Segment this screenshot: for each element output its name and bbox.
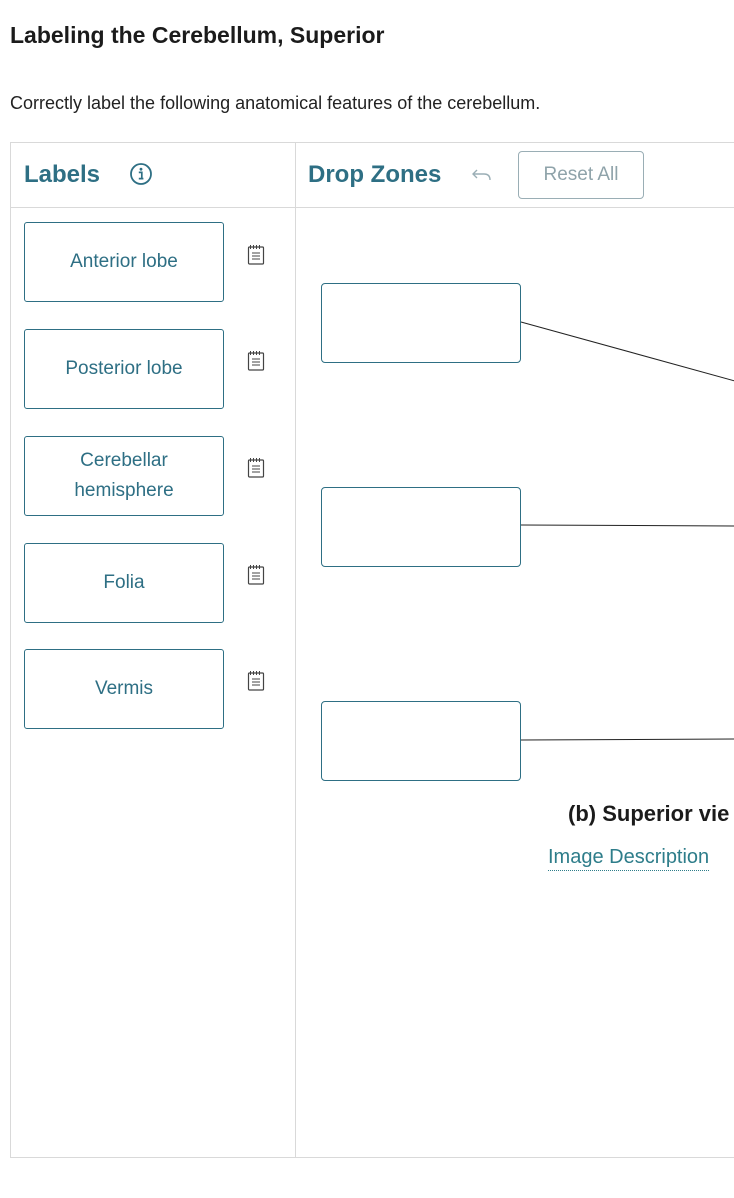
leader-line	[520, 321, 734, 382]
panel-divider-vertical	[295, 143, 296, 1157]
drop-zones-heading: Drop Zones	[308, 161, 442, 188]
label-card-posterior-lobe[interactable]: Posterior lobe	[24, 329, 224, 409]
notebook-icon[interactable]	[246, 457, 266, 479]
label-card-folia[interactable]: Folia	[24, 543, 224, 623]
notebook-icon[interactable]	[246, 670, 266, 692]
notebook-icon[interactable]	[246, 350, 266, 372]
label-card-anterior-lobe[interactable]: Anterior lobe	[24, 222, 224, 302]
notebook-icon[interactable]	[246, 244, 266, 266]
figure-caption: (b) Superior vie	[568, 801, 730, 826]
leader-line	[520, 524, 734, 527]
label-card-vermis[interactable]: Vermis	[24, 649, 224, 729]
panel-divider-horizontal	[11, 207, 734, 208]
labeling-panel: Labels Drop Zones Reset All Anterior lob…	[10, 142, 734, 1158]
page-title: Labeling the Cerebellum, Superior	[10, 22, 385, 48]
drop-zone[interactable]	[321, 487, 521, 567]
leader-line	[520, 738, 734, 741]
info-circle-icon[interactable]	[129, 162, 153, 186]
drop-zone[interactable]	[321, 283, 521, 363]
drop-zone[interactable]	[321, 701, 521, 781]
label-card-cerebellar-hemisphere[interactable]: Cerebellar hemisphere	[24, 436, 224, 516]
instructions-text: Correctly label the following anatomical…	[10, 93, 541, 113]
image-description-link[interactable]: Image Description	[548, 846, 710, 871]
undo-arrow-icon[interactable]	[471, 167, 493, 183]
notebook-icon[interactable]	[246, 564, 266, 586]
labels-heading: Labels	[24, 161, 101, 188]
reset-all-button[interactable]: Reset All	[518, 151, 644, 199]
